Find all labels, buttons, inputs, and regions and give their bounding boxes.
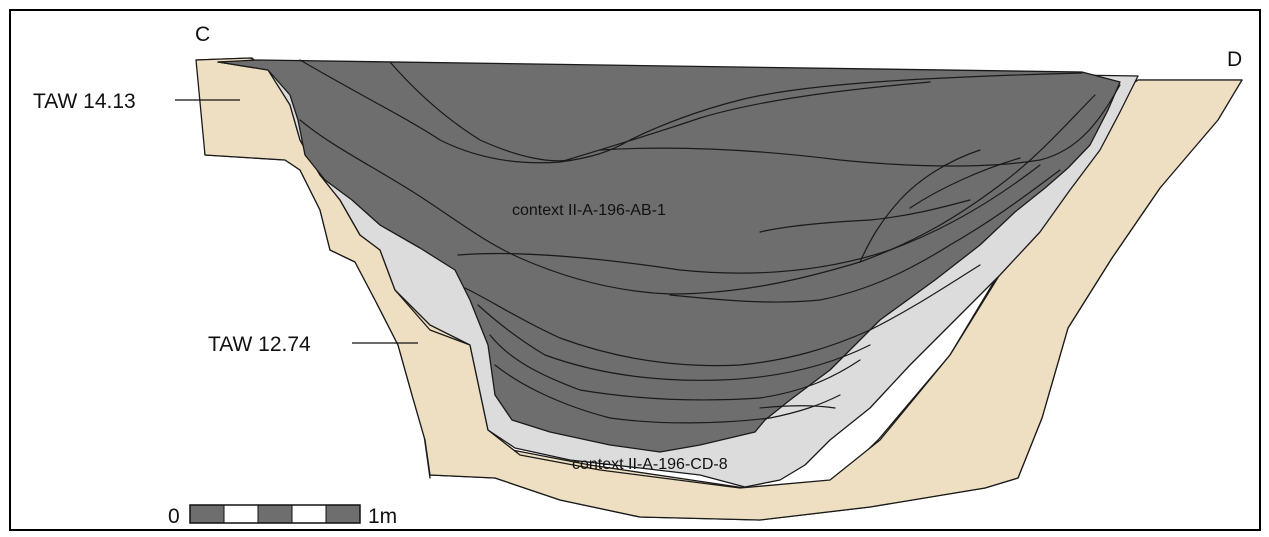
scale-bar: 0 1m [168, 504, 397, 528]
stratum-line-11 [759, 405, 836, 409]
scale-bar-segment [257, 504, 293, 524]
scale-bar-outline [189, 504, 361, 524]
stratum-line-3 [599, 84, 1121, 167]
scale-bar-segment [291, 504, 327, 524]
stratum-line-5 [457, 164, 1041, 274]
scale-bar-segment [325, 504, 361, 524]
point-label-c: C [195, 23, 210, 46]
stratum-line-14 [759, 199, 971, 233]
scale-bar-segment [223, 504, 259, 524]
stratum-line-6 [669, 169, 1061, 303]
stratum-line-13 [909, 157, 1021, 209]
context-upper-fill-label: context II-A-196-AB-1 [512, 202, 666, 219]
stratum-line-7 [464, 264, 981, 367]
stratum-line-8 [477, 304, 871, 381]
stratum-line-9 [489, 334, 861, 401]
scale-bar-segments [189, 504, 361, 524]
point-label-d: D [1227, 48, 1242, 71]
stratum-line-1 [299, 59, 1083, 164]
context-lining-label: context II-A-196-CD-8 [572, 456, 728, 473]
elevation-lower-label: TAW 12.74 [208, 333, 311, 356]
scale-bar-start-label: 0 [168, 505, 180, 528]
scale-bar-segment [189, 504, 225, 524]
stratum-line-12 [559, 81, 931, 163]
stratum-line-15 [859, 149, 981, 263]
stratum-line-4 [299, 94, 1096, 295]
stratum-line-10 [494, 364, 841, 424]
scale-bar-end-label: 1m [368, 505, 397, 528]
elevation-upper-label: TAW 14.13 [33, 90, 136, 113]
upper-fill-layer [217, 59, 1121, 453]
stratum-line-2 [389, 61, 571, 162]
